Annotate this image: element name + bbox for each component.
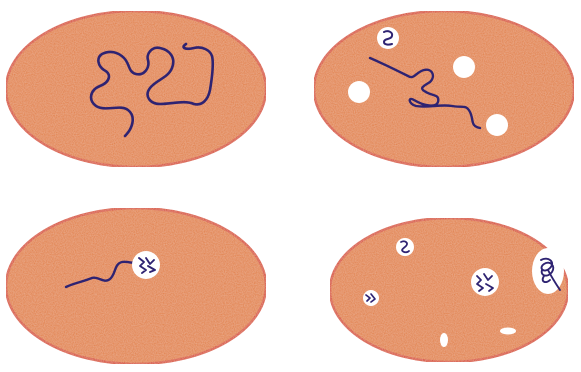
vesicle-with-dna [532, 248, 564, 294]
bacterial-cell-icon [6, 208, 266, 364]
empty-vesicle-icon [453, 56, 475, 78]
empty-vesicle-icon [486, 114, 508, 136]
cell-top-left [6, 11, 266, 167]
plasmid-vesicle-icon [363, 290, 379, 306]
empty-vesicle-icon [500, 328, 516, 335]
vesicle-with-dna [396, 238, 414, 256]
empty-vesicle-icon [440, 333, 448, 347]
cell-top-right [314, 11, 574, 167]
bacterial-cell-icon [330, 218, 568, 362]
empty-vesicle-icon [348, 81, 370, 103]
plasmid-vesicle-icon [132, 251, 160, 279]
vesicle-with-dna [471, 268, 499, 296]
plasmid-vesicle-icon [471, 268, 499, 296]
bacterial-cell-icon [6, 11, 266, 167]
vesicle-with-dna [363, 290, 379, 306]
cell-bottom-left [6, 208, 266, 364]
cell-bottom-right [330, 218, 568, 362]
vesicle-with-dna [377, 27, 399, 49]
vesicle-with-dna [132, 251, 160, 279]
